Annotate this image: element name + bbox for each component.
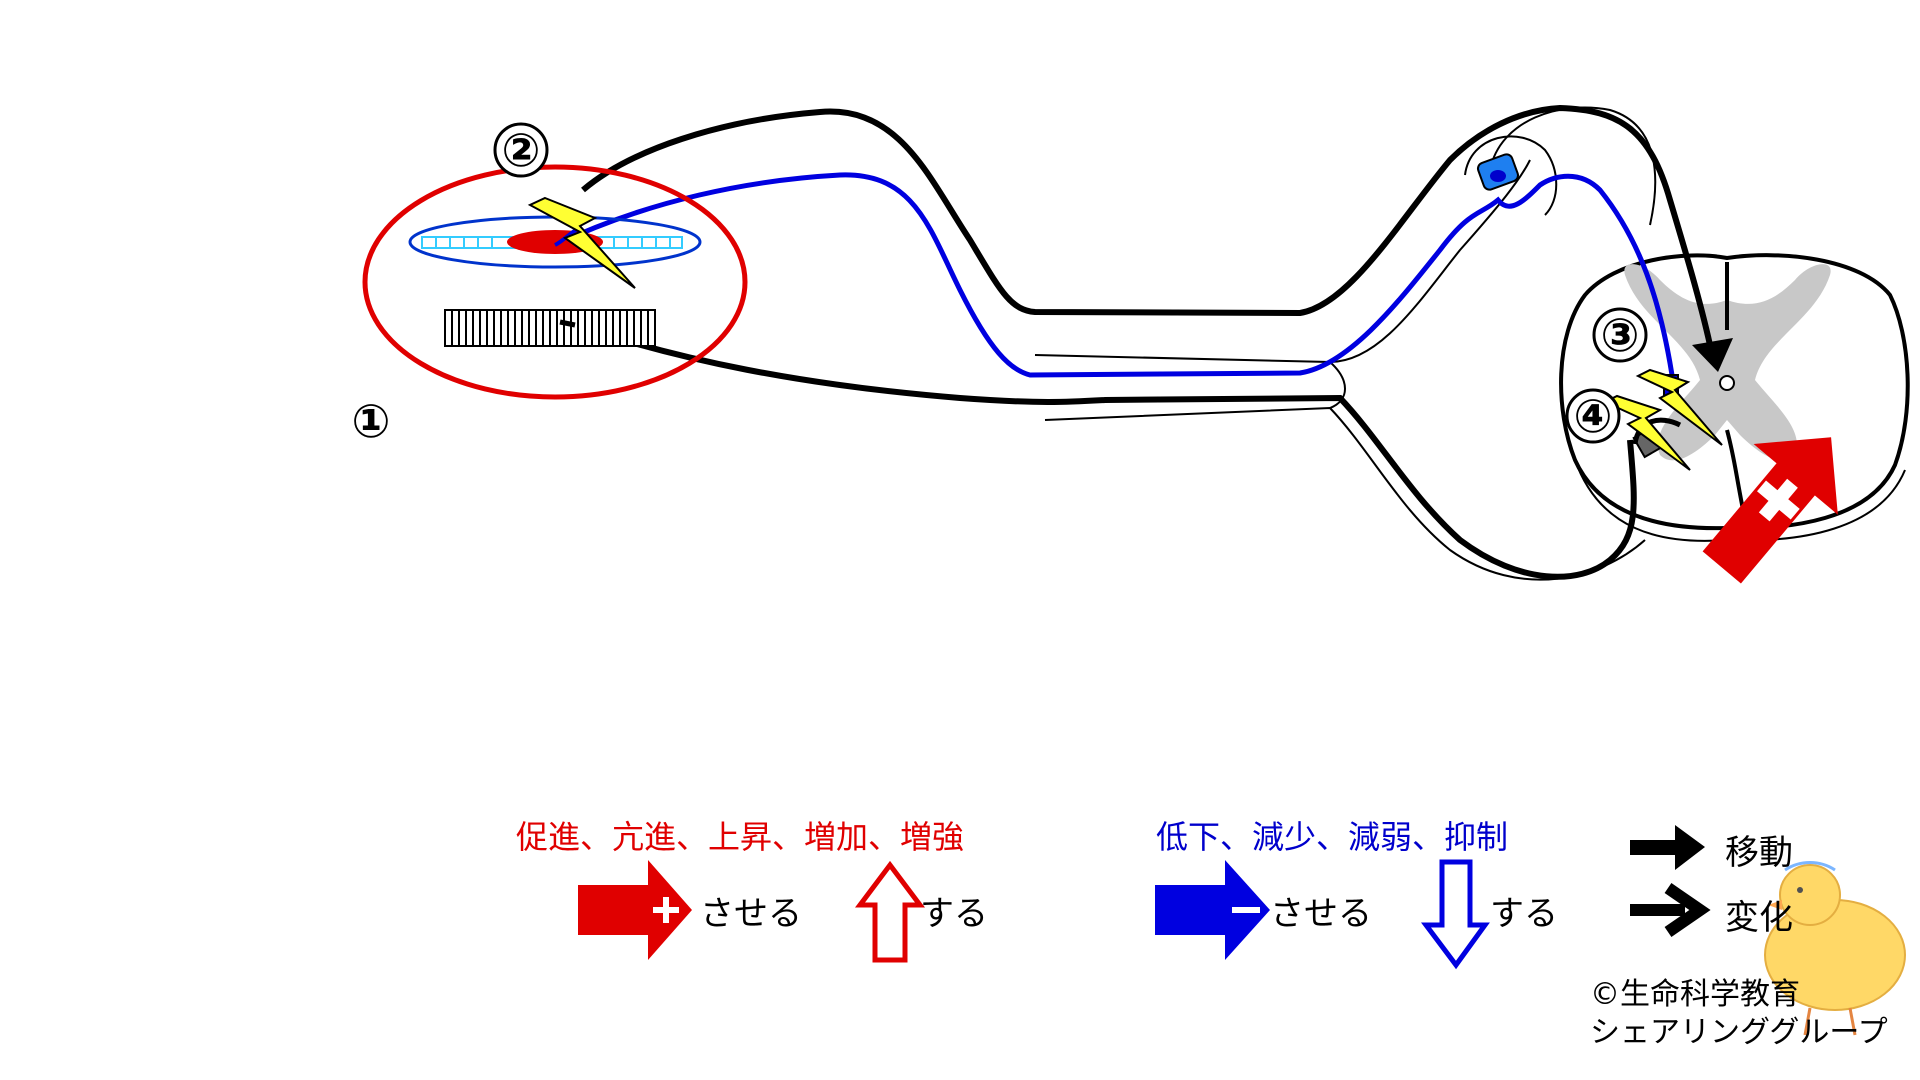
- lightning-bolt-dorsal: [1635, 368, 1723, 446]
- legend-do-increase: する: [920, 894, 988, 934]
- label-four: ④: [1574, 389, 1613, 443]
- red-arrow-plus-marker: [1702, 437, 1838, 584]
- legend-red-up-arrow: [855, 860, 925, 963]
- circle-two: [493, 122, 549, 178]
- chick-mascot-illustration: [1764, 861, 1906, 1036]
- legend-change-label: 変化: [1725, 898, 1793, 938]
- copyright-line2: シェアリンググループ: [1590, 1015, 1888, 1050]
- label-two: ②: [502, 123, 541, 177]
- legend-blue-down-arrow: [1421, 859, 1490, 970]
- legend-move-label: 移動: [1725, 833, 1793, 873]
- lightning-bolt-spindle: [527, 196, 636, 289]
- legend-increase-header: 促進、亢進、上昇、増加、増強: [516, 818, 965, 856]
- circle-three: [1592, 307, 1648, 363]
- afferent-arrowhead: [1692, 338, 1733, 372]
- motor-neuron-black: [574, 322, 1637, 580]
- motor-soma-stub: [1632, 417, 1682, 445]
- legend-move-arrow: [1630, 825, 1705, 870]
- ganglion-outline: [1464, 135, 1558, 216]
- legend-decrease-header: 低下、減少、減弱、抑制: [1156, 818, 1509, 856]
- legend-change-arrow: [1630, 883, 1711, 937]
- label-one: ①: [352, 394, 391, 448]
- muscle-region-outline: [362, 164, 748, 400]
- circle-four: [1565, 388, 1621, 444]
- afferent-neuron-black: [581, 104, 1713, 346]
- legend-make-increase: させる: [700, 894, 802, 934]
- legend-make-decrease: させる: [1270, 894, 1372, 934]
- dorsal-root-ganglion: [1464, 135, 1558, 216]
- motor-end-black-stub: [559, 319, 576, 328]
- legend-do-decrease: する: [1490, 894, 1558, 934]
- intrafusal-fiber-segments: [435, 237, 671, 248]
- central-canal: [1719, 375, 1735, 391]
- legend-blue-fat-arrow: [1155, 860, 1270, 960]
- label-three: ③: [1601, 308, 1640, 362]
- copyright-line1: ©生命科学教育: [1590, 977, 1800, 1012]
- sensory-neuron-blue: [553, 172, 1675, 378]
- muscle-fibers: [444, 309, 656, 347]
- neuron-nucleus: [1490, 170, 1506, 182]
- legend-red-fat-arrow: [578, 860, 692, 960]
